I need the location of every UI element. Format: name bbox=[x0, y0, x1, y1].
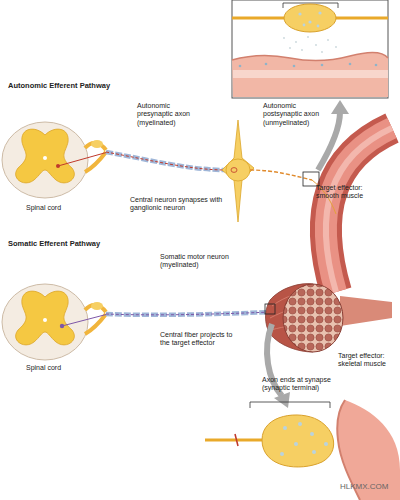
spinal-cord bbox=[2, 284, 108, 360]
spinal-cord bbox=[2, 122, 108, 198]
section-heading: Autonomic Efferent Pathway bbox=[8, 82, 178, 91]
watermark: HLKMX.COM bbox=[340, 482, 400, 491]
part-label: Central neuron synapses with ganglionic … bbox=[130, 196, 226, 213]
part-label: Somatic motor neuron (myelinated) bbox=[160, 253, 230, 270]
zoom-arrow bbox=[318, 100, 349, 170]
part-label: Target effector: smooth muscle bbox=[316, 184, 374, 201]
somatic-axon bbox=[106, 312, 272, 315]
ganglion bbox=[222, 120, 254, 222]
skeletal-muscle bbox=[265, 284, 392, 352]
part-label: Spinal cord bbox=[26, 204, 86, 212]
presynaptic-axon bbox=[106, 152, 226, 170]
zoom-arrow bbox=[267, 324, 290, 408]
part-label: Axon ends at synapse (synaptic terminal) bbox=[262, 376, 358, 393]
synaptic-terminal-inset bbox=[205, 400, 400, 500]
part-label: Central fiber projects to the target eff… bbox=[160, 331, 244, 348]
part-label: Target effector: skeletal muscle bbox=[338, 352, 396, 369]
part-label: Spinal cord bbox=[26, 364, 86, 372]
smooth-muscle bbox=[303, 128, 392, 292]
smooth-muscle-inset bbox=[232, 0, 388, 98]
part-label: Autonomic presynaptic axon (myelinated) bbox=[137, 102, 201, 127]
part-label: Autonomic postsynaptic axon (unmyelinate… bbox=[263, 102, 329, 127]
section-heading: Somatic Efferent Pathway bbox=[8, 240, 178, 249]
